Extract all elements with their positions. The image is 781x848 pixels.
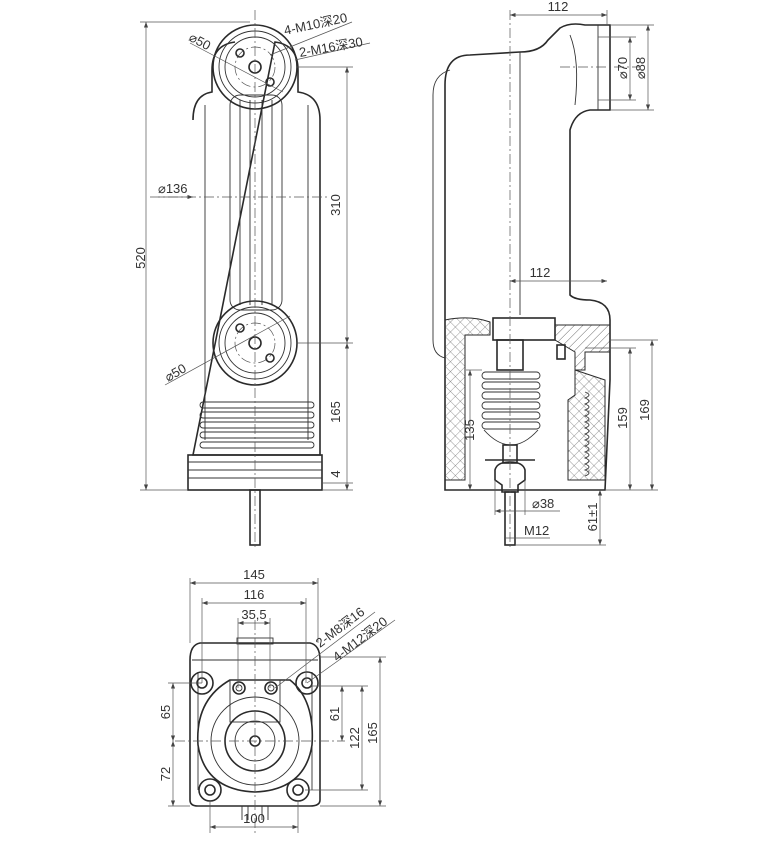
bottom-overall-height-label: 165 [365, 722, 380, 744]
hole-spacing-width-label: 116 [244, 587, 265, 602]
overall-height-label: 520 [133, 247, 148, 269]
overall-width-label: 145 [243, 567, 265, 582]
side-right-wall [567, 369, 606, 481]
bottom-view: 145 116 35,5 65 72 61 122 165 100 2-M8深1… [158, 567, 396, 835]
small-holes [232, 681, 278, 695]
top-offset-label: 112 [548, 0, 569, 14]
lower-terminal-diameter-label: ⌀50 [162, 360, 189, 384]
outer-diameter-label: ⌀88 [633, 57, 648, 79]
top-terminal-diameter-label: ⌀50 [187, 29, 214, 53]
height-159-label: 159 [615, 407, 630, 429]
front-window [229, 94, 283, 311]
front-body-outline [192, 41, 321, 456]
terminal-spacing-label: 310 [328, 194, 343, 216]
bottom-outline [189, 642, 321, 807]
bellows-height-label: 135 [462, 419, 477, 441]
body-diameter-label: ⌀136 [158, 181, 188, 196]
inner-diameter-label: ⌀70 [615, 57, 630, 79]
front-view: 520 310 165 4 ⌀136 ⌀50 ⌀50 4-M10深20 2-M1… [133, 10, 371, 550]
rod-thread-label: M12 [524, 523, 549, 538]
upper-offset-label: 65 [158, 705, 173, 719]
bottom-hole-spacing-label: 100 [243, 811, 265, 826]
mid-offset-label: 112 [530, 265, 551, 280]
front-fins [199, 401, 315, 449]
base-thickness-label: 4 [328, 470, 343, 477]
lower-offset-label: 72 [158, 767, 173, 781]
side-view: 112 ⌀70 ⌀88 112 135 159 169 ⌀38 61±1 M12 [432, 0, 658, 550]
small-hole-spacing-label: 35,5 [241, 607, 266, 622]
side-body-outline [444, 23, 611, 491]
rod-extension-label: 61±1 [585, 503, 600, 532]
side-contact-block [492, 317, 556, 341]
side-rod-boss [494, 461, 526, 493]
rod-boss-diameter-label: ⌀38 [532, 496, 554, 511]
small-to-center-label: 61 [327, 707, 342, 721]
height-169-label: 169 [637, 399, 652, 421]
top-bolt-callout: 2-M16深30 [298, 34, 364, 60]
side-bellows [481, 371, 541, 446]
side-flange-section [554, 324, 611, 371]
lower-to-base-label: 165 [328, 401, 343, 423]
top-hole-callout: 4-M10深20 [283, 10, 349, 38]
hole-spacing-height-label: 122 [347, 727, 362, 749]
side-left-wall [444, 317, 491, 481]
